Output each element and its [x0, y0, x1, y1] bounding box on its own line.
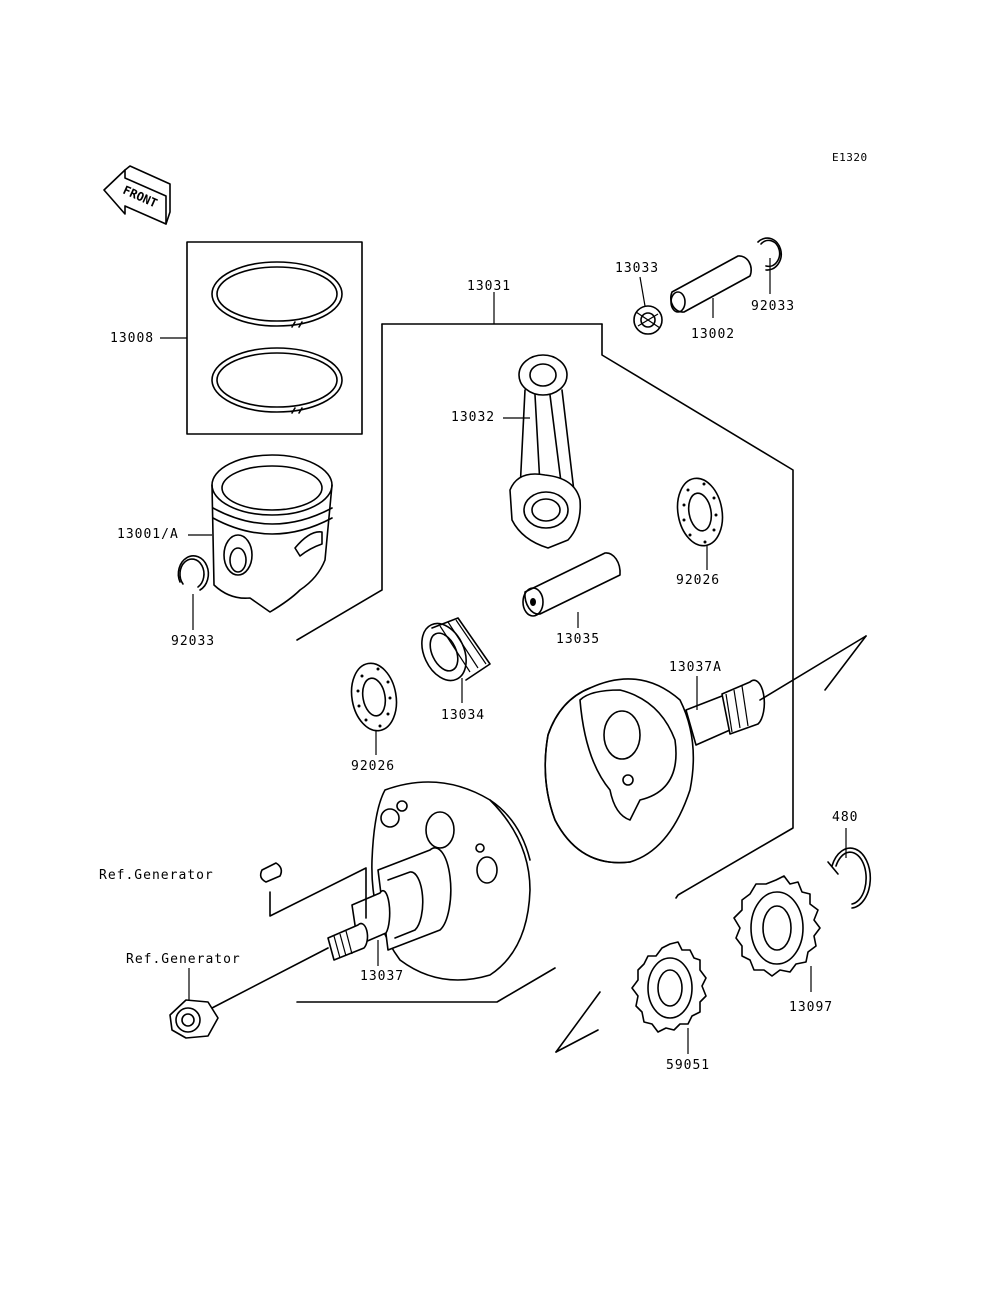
gear-13097: [733, 875, 821, 977]
gear-59051: [555, 941, 707, 1053]
part-label-13034: 13034: [441, 708, 486, 723]
ref-generator-label-key: Ref.Generator: [99, 868, 214, 883]
crankshaft-right-half: [544, 635, 867, 864]
circlip-left: [177, 555, 210, 591]
part-label-480: 480: [832, 810, 859, 825]
connecting-rod: [509, 354, 582, 549]
ref-generator-label-nut: Ref.Generator: [126, 952, 241, 967]
part-label-13031: 13031: [467, 279, 512, 294]
woodruff-key: [259, 862, 367, 919]
part-label-13037A: 13037A: [669, 660, 722, 675]
part-label-92033-left: 92033: [171, 634, 216, 649]
part-label-13037: 13037: [360, 969, 405, 984]
part-label-92026-lower: 92026: [351, 759, 396, 774]
conrod-assembly-outline: [296, 323, 794, 1003]
crankshaft-nut: [169, 999, 219, 1039]
leader-lines: [160, 258, 847, 1054]
thrust-washer-lower: [350, 662, 398, 732]
part-label-13008: 13008: [110, 331, 155, 346]
part-label-13035: 13035: [556, 632, 601, 647]
part-label-13001A: 13001/A: [117, 527, 179, 542]
big-end-bearing: [421, 617, 491, 682]
circlip-480: [827, 847, 872, 909]
crankshaft-left-half: [211, 781, 531, 1009]
part-label-92026-upper: 92026: [676, 573, 721, 588]
part-label-13097: 13097: [789, 1000, 834, 1015]
piston: [211, 454, 333, 613]
part-label-13033: 13033: [615, 261, 660, 276]
thrust-washer-upper: [676, 477, 724, 547]
part-label-92033-right: 92033: [751, 299, 796, 314]
diagram-code: E1320: [832, 151, 868, 164]
part-label-59051: 59051: [666, 1058, 711, 1073]
small-end-bearing: [633, 305, 663, 335]
piston-pin: [670, 255, 752, 313]
front-arrow-icon: FRONT: [103, 165, 171, 225]
piston-ring-set: [186, 241, 363, 435]
part-label-13002: 13002: [691, 327, 736, 342]
crank-pin: [522, 552, 621, 617]
part-label-13032: 13032: [451, 410, 496, 425]
circlip-right: [757, 237, 782, 271]
